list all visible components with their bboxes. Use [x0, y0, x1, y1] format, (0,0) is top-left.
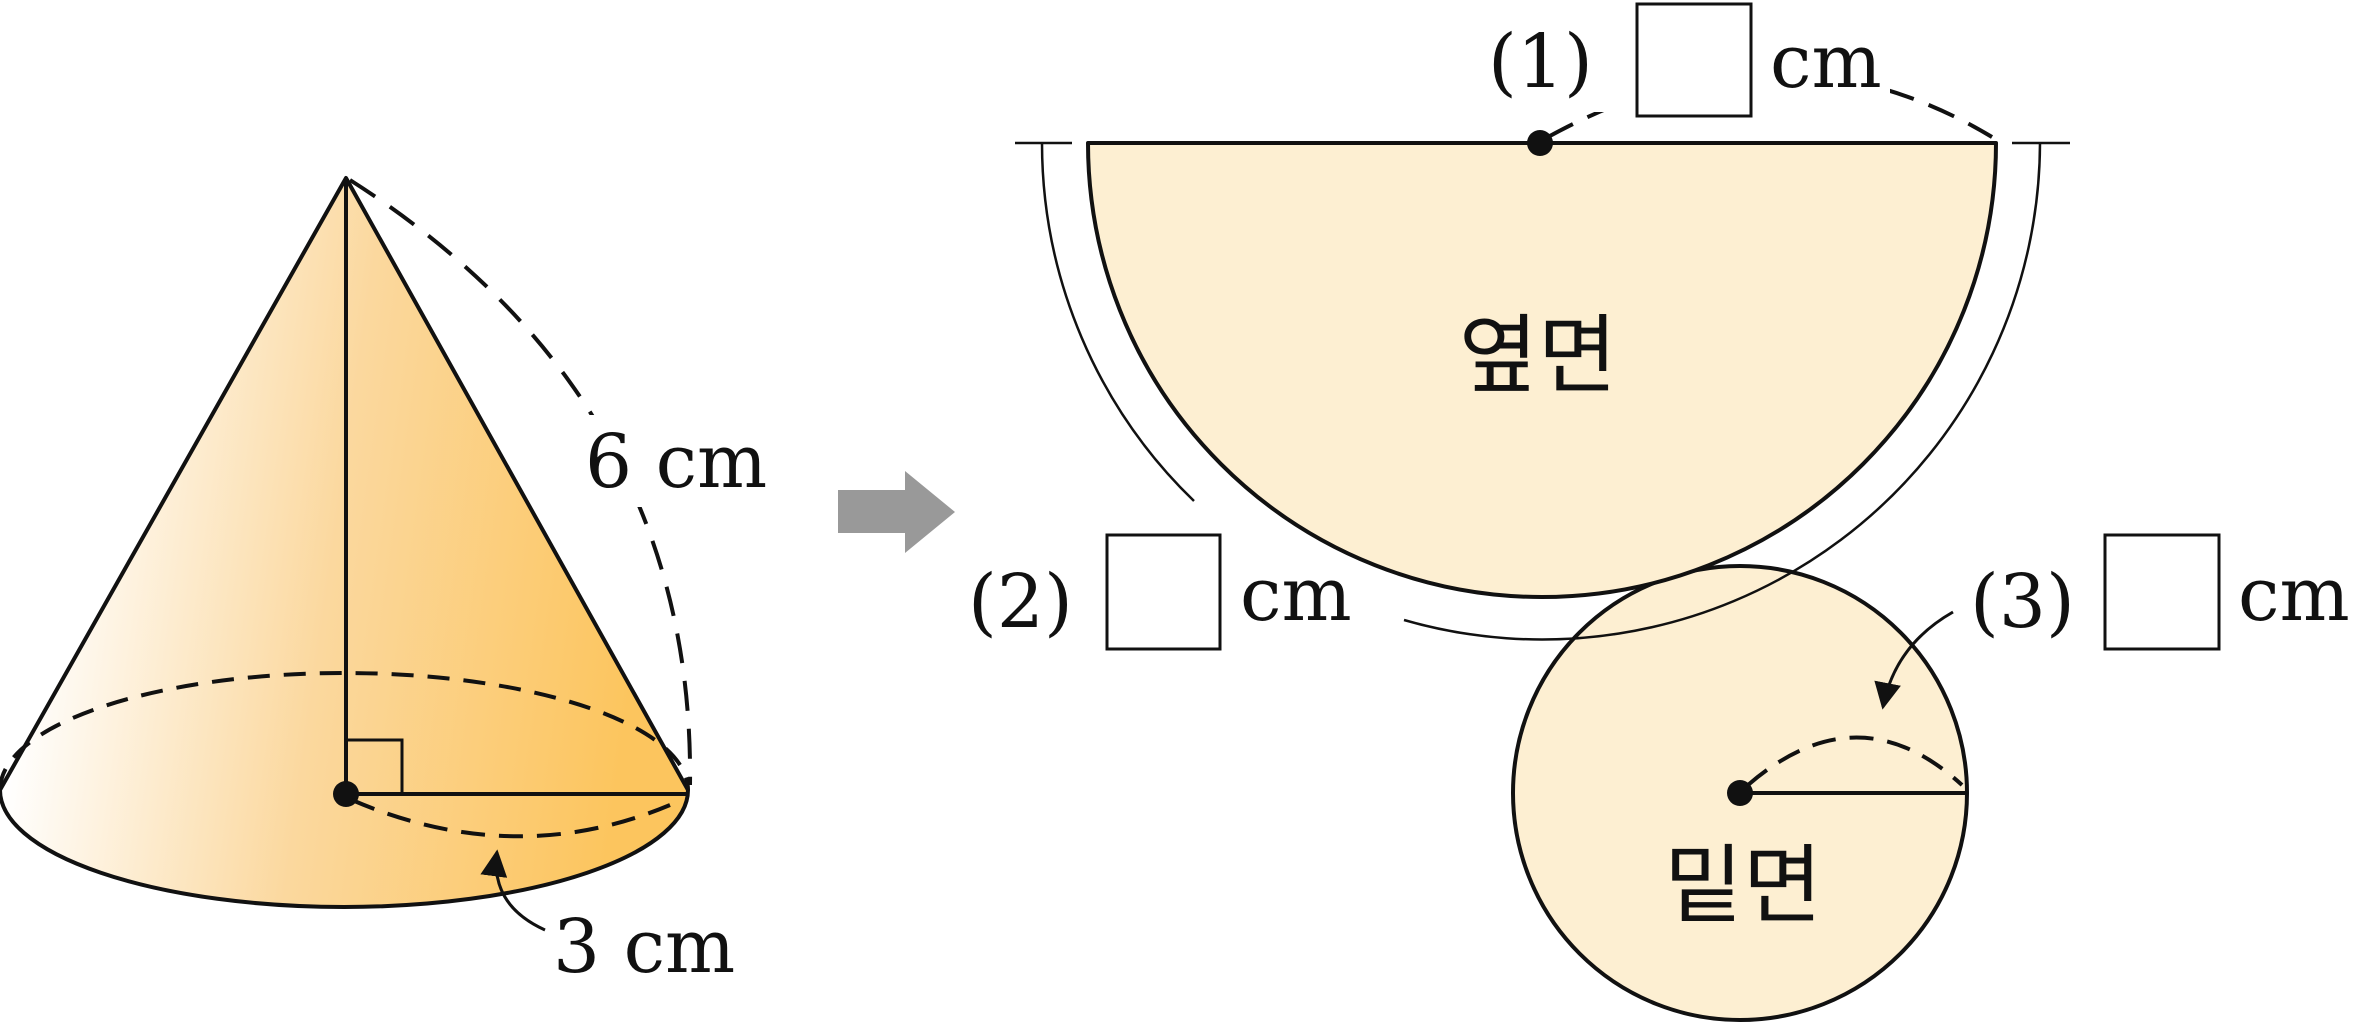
cone-base-hidden-arc: [0, 671, 690, 791]
blank-2-unit: cm: [1240, 552, 1352, 638]
lateral-apex-point: [1527, 130, 1553, 156]
arc-dim-line-right: [1403, 142, 2042, 641]
cone: 6 cm 3 cm: [0, 176, 785, 990]
lateral-face-label: 옆면: [1459, 306, 1617, 406]
slant-label: 6 cm: [575, 415, 785, 507]
cone-net: 옆면 밑면 (1) cm (2) cm (3) cm: [968, 0, 2350, 1022]
right-angle-mark: [346, 738, 404, 794]
radius-length-text: 3 cm: [553, 904, 735, 990]
arc-dim-line-left: [1040, 142, 1195, 502]
blank-3: (3) cm: [1970, 533, 2350, 651]
slant-length-text: 6 cm: [585, 419, 767, 505]
blank-3-answer-box[interactable]: [2103, 533, 2221, 651]
radius-label-pointer: [480, 849, 546, 932]
lateral-face: [1086, 141, 1998, 599]
slant-dimension-arc: [348, 178, 693, 786]
base-face-label: 밑면: [1664, 836, 1822, 936]
blank-3-unit: cm: [2238, 552, 2350, 638]
blank-1-number: (1): [1488, 19, 1593, 105]
blank-2: (2) cm: [968, 533, 1352, 651]
blank-2-answer-box[interactable]: [1105, 533, 1222, 651]
blank-2-number: (2): [968, 559, 1073, 645]
base-radius-pointer: [1874, 610, 1954, 710]
base-radius-dimension-arc: [1746, 735, 1964, 787]
blank-1-unit: cm: [1770, 19, 1882, 105]
transform-arrow-icon: [838, 471, 955, 553]
blank-1-answer-box[interactable]: [1635, 2, 1753, 118]
blank-1: (1) cm: [1460, 0, 1890, 118]
radius-dimension-arc: [351, 798, 671, 839]
blank-3-number: (3): [1970, 559, 2075, 645]
base-center-dot: [1727, 780, 1753, 806]
